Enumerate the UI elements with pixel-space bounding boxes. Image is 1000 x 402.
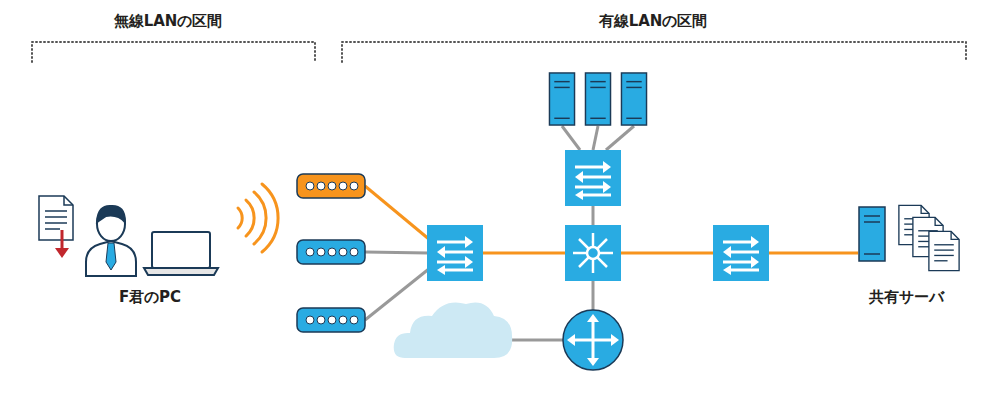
person-icon [86,206,136,276]
bracket [32,42,966,62]
switch [427,150,769,281]
wifi-waves [238,184,278,252]
device-label: F君のPC [119,288,181,306]
wire [365,126,858,340]
section-title: 有線LANの区間 [599,12,708,30]
device-label: 共有サーバ [869,288,944,306]
hub [297,174,365,332]
shared-server [859,205,959,270]
server [549,73,646,125]
router [563,310,623,370]
core-switch [565,225,621,281]
download-document [39,196,73,258]
section-title: 無線LANの区間 [114,12,223,30]
cloud [394,303,512,359]
laptop-icon [144,232,218,275]
